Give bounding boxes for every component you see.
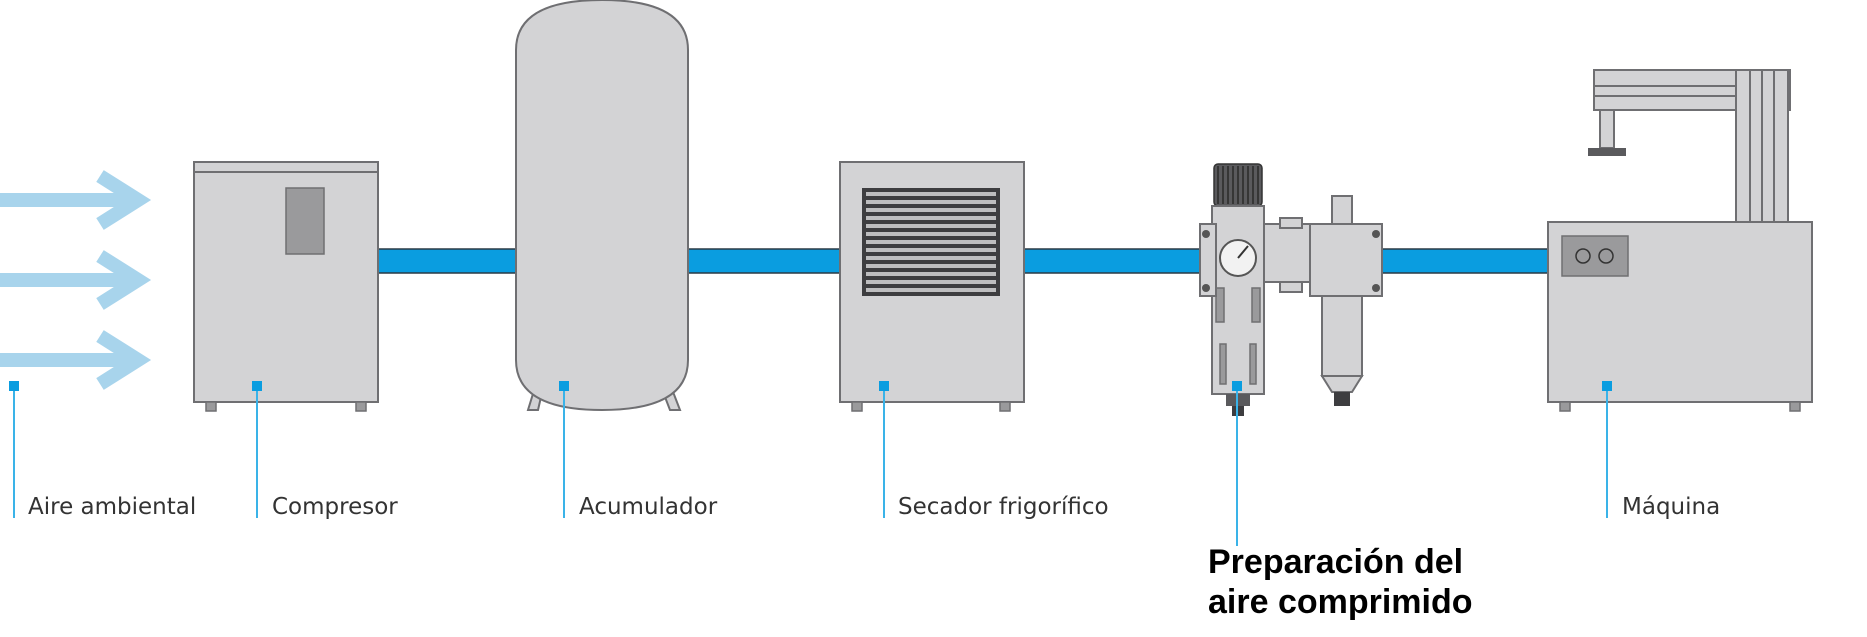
dryer-grille-slat <box>866 192 996 196</box>
pneumatic-machine-icon <box>1547 69 1813 412</box>
pipe-segment-dryer-frl <box>1021 248 1203 274</box>
air-arrow-middle <box>0 250 152 310</box>
refrigerated-dryer-icon <box>839 161 1025 412</box>
air-arrow-top <box>0 170 152 230</box>
dryer-grille-slat <box>866 240 996 244</box>
marker-dryer <box>879 381 889 391</box>
dryer-grille-slat <box>866 224 996 228</box>
pipe-segment-receiver-dryer <box>685 248 843 274</box>
air-pipe <box>377 248 1551 274</box>
marker-compressor <box>252 381 262 391</box>
label-compressor: Compresor <box>272 494 398 520</box>
label-dryer: Secador frigorífico <box>898 494 1109 520</box>
dryer-grille-slat <box>866 232 996 236</box>
marker-machine <box>1602 381 1612 391</box>
marker-air <box>9 381 19 391</box>
dryer-grille-slat <box>866 264 996 268</box>
dryer-grille-slat <box>866 208 996 212</box>
marker-receiver <box>559 381 569 391</box>
label-machine: Máquina <box>1622 494 1721 520</box>
dryer-grille-slat <box>866 280 996 284</box>
label-air: Aire ambiental <box>28 494 197 520</box>
filter-regulator-unit-icon <box>1199 163 1383 416</box>
air-flow-arrows-icon <box>0 170 152 390</box>
label-frl: Preparación del aire comprimido <box>1208 542 1473 622</box>
pipe-segment-compressor-receiver <box>377 248 519 274</box>
label-receiver: Acumulador <box>579 494 718 520</box>
dryer-grille-slat <box>866 272 996 276</box>
label-frl-line-1: Preparación del <box>1208 543 1464 581</box>
label-frl-line-2: aire comprimido <box>1208 583 1473 622</box>
dryer-grille-slat <box>866 256 996 260</box>
station-markers <box>9 381 1612 546</box>
pipe-segment-frl-machine <box>1381 248 1551 274</box>
dryer-grille-slat <box>866 288 996 292</box>
dryer-grille-slat <box>866 248 996 252</box>
air-receiver-tank-icon <box>515 0 689 412</box>
air-arrow-bottom <box>0 330 152 390</box>
dryer-grille-slat <box>866 200 996 204</box>
dryer-grille-slat <box>866 216 996 220</box>
marker-frl <box>1232 381 1242 391</box>
compressor-cabinet-icon <box>193 161 379 412</box>
